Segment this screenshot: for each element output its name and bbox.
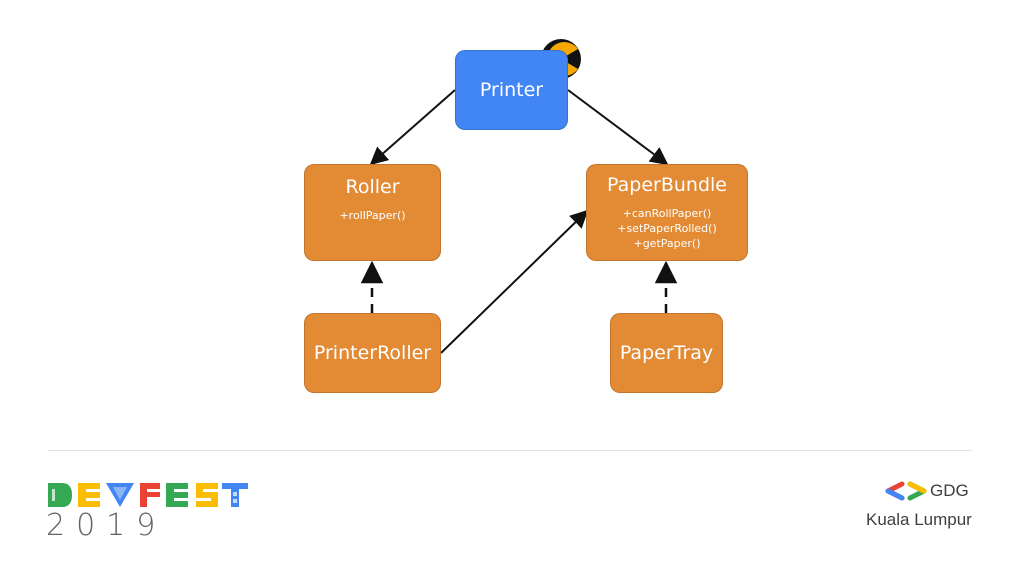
event-year: 2019 bbox=[46, 508, 167, 543]
gdg-label: GDG bbox=[930, 481, 969, 500]
class-printer-name: Printer bbox=[479, 79, 544, 101]
method-rollpaper: +rollPaper() bbox=[339, 209, 406, 222]
chapter-city: Kuala Lumpur bbox=[866, 510, 972, 529]
arrow-printer-to-paperbundle bbox=[567, 89, 669, 166]
class-printerroller-name: PrinterRoller bbox=[313, 342, 432, 364]
method-setpaperrolled: +setPaperRolled() bbox=[617, 222, 717, 235]
class-paperbundle: PaperBundle +canRollPaper() +setPaperRol… bbox=[586, 164, 748, 261]
footer-divider bbox=[48, 450, 972, 451]
method-canrollpaper: +canRollPaper() bbox=[622, 207, 712, 220]
class-paperbundle-name: PaperBundle bbox=[607, 174, 727, 196]
arrow-printer-to-roller bbox=[369, 89, 456, 166]
class-papertray-name: PaperTray bbox=[619, 342, 714, 364]
arrow-printerroller-to-paperbundle bbox=[440, 209, 589, 354]
method-getpaper: +getPaper() bbox=[633, 237, 701, 250]
class-roller-name: Roller bbox=[345, 176, 400, 198]
class-roller-methods: +rollPaper() bbox=[305, 208, 440, 223]
class-paperbundle-methods: +canRollPaper() +setPaperRolled() +getPa… bbox=[587, 206, 747, 251]
class-printerroller: PrinterRoller bbox=[304, 313, 441, 393]
devfest-logo bbox=[48, 483, 248, 507]
class-printer: Printer bbox=[455, 50, 568, 130]
class-papertray: PaperTray bbox=[610, 313, 723, 393]
class-roller: Roller +rollPaper() bbox=[304, 164, 441, 261]
gdg-chevron-icon bbox=[885, 481, 927, 501]
